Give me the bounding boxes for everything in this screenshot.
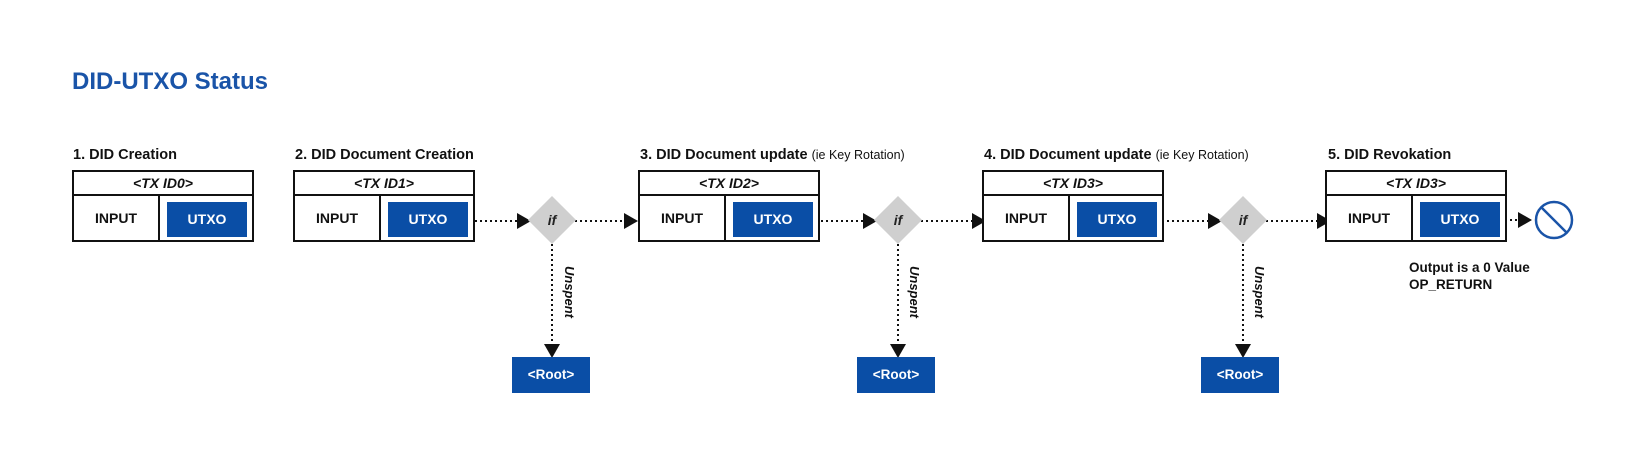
tx-box-5: <TX ID3> INPUT UTXO — [1325, 170, 1507, 242]
input-cell: INPUT — [1327, 196, 1413, 240]
decision-label: if — [547, 212, 557, 228]
step-3-label: 3. DID Document update (ie Key Rotation) — [640, 147, 905, 163]
utxo-cell: UTXO — [733, 202, 813, 237]
utxo-cell: UTXO — [167, 202, 247, 237]
utxo-cell: UTXO — [388, 202, 468, 237]
step-4-label: 4. DID Document update (ie Key Rotation) — [984, 147, 1249, 163]
tx-id: <TX ID2> — [640, 172, 818, 196]
root-box-2: <Root> — [857, 357, 935, 393]
decision-diamond-3: if — [1218, 195, 1268, 245]
input-cell: INPUT — [640, 196, 726, 240]
input-cell: INPUT — [295, 196, 381, 240]
utxo-cell: UTXO — [1420, 202, 1500, 237]
input-cell: INPUT — [984, 196, 1070, 240]
tx-id: <TX ID3> — [984, 172, 1162, 196]
step-3-note: (ie Key Rotation) — [811, 148, 905, 162]
tx-id: <TX ID3> — [1327, 172, 1505, 196]
decision-diamond-1: if — [527, 195, 577, 245]
utxo-cell: UTXO — [1077, 202, 1157, 237]
decision-label: if — [1238, 212, 1248, 228]
root-box-1: <Root> — [512, 357, 590, 393]
diagram-title: DID-UTXO Status — [72, 68, 269, 95]
tx-box-2: <TX ID1> INPUT UTXO — [293, 170, 475, 242]
step-2-label: 2. DID Document Creation — [295, 147, 474, 163]
unspent-label-1: Unspent — [562, 266, 577, 318]
step-1-label: 1. DID Creation — [73, 147, 177, 163]
input-cell: INPUT — [74, 196, 160, 240]
tx-box-1: <TX ID0> INPUT UTXO — [72, 170, 254, 242]
unspent-label-2: Unspent — [907, 266, 922, 318]
step-4-note: (ie Key Rotation) — [1155, 148, 1249, 162]
decision-diamond-2: if — [873, 195, 923, 245]
step-5-label: 5. DID Revokation — [1328, 147, 1452, 163]
tx-box-4: <TX ID3> INPUT UTXO — [982, 170, 1164, 242]
tx-box-3: <TX ID2> INPUT UTXO — [638, 170, 820, 242]
tx-id: <TX ID1> — [295, 172, 473, 196]
root-box-3: <Root> — [1201, 357, 1279, 393]
prohibited-circle-icon — [1534, 200, 1574, 240]
tx-id: <TX ID0> — [74, 172, 252, 196]
revocation-output-note: Output is a 0 Value OP_RETURN — [1409, 260, 1530, 292]
decision-label: if — [893, 212, 903, 228]
unspent-label-3: Unspent — [1252, 266, 1267, 318]
